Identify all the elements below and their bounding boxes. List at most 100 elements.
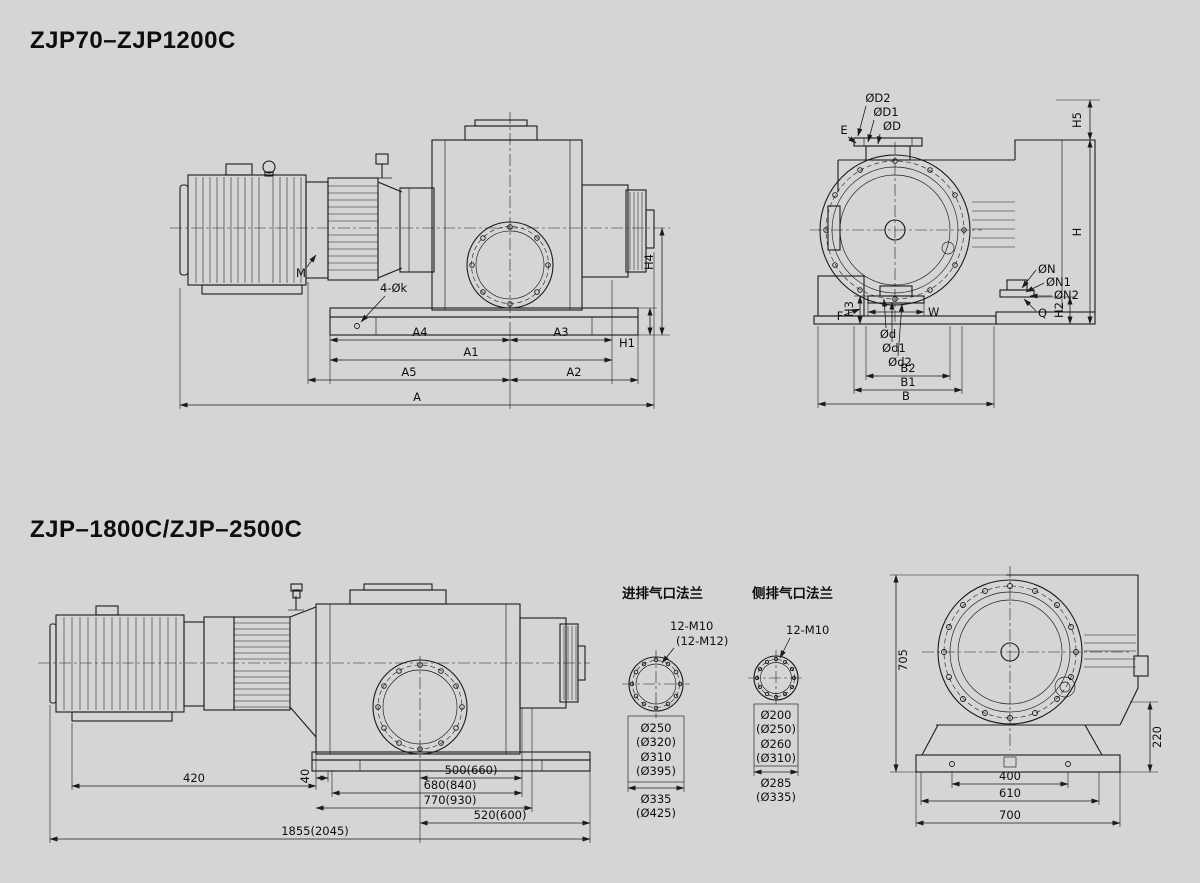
pump-assembly-side-view: [170, 112, 670, 336]
dim-label-1855: 1855(2045): [281, 824, 349, 838]
end-view-dimensions: 705 220 400 610 700: [890, 574, 1164, 827]
inlet-flange-d3-alt: (Ø425): [636, 806, 676, 820]
dim-label-680: 680(840): [424, 778, 477, 792]
casing-outline: [936, 574, 1149, 726]
dim-label-420: 420: [183, 771, 205, 785]
dim-label-dN1: ØN1: [1046, 275, 1071, 289]
dim-label-dN: ØN: [1038, 262, 1056, 276]
coupling-housing: [327, 177, 379, 281]
oil-sight-glass: [1054, 676, 1076, 698]
anchor-bolt-hole: [1065, 761, 1071, 767]
dim-label-a: A: [413, 390, 421, 404]
side-flange-d3: Ø285: [760, 776, 791, 790]
base: [915, 724, 1121, 773]
anchor-bolt-hole: [949, 761, 955, 767]
dim-label-400: 400: [999, 769, 1021, 783]
side-port-flange: [372, 659, 468, 755]
side-flange-bolts: 12-M10: [786, 623, 829, 637]
side-view-dimensions: 420 40 500(660) 680(840) 770(930) 520(60…: [49, 705, 591, 843]
bottom-section-title: ZJP–1800C/ZJP–2500C: [30, 516, 303, 543]
dim-label-h1: H1: [619, 336, 635, 350]
inlet-flange: [349, 589, 447, 605]
dim-label-4k: 4-Øk: [380, 281, 408, 295]
side-flange-d1-alt: (Ø250): [756, 722, 796, 736]
dim-label-m: M: [296, 266, 306, 280]
dim-label-e: E: [840, 123, 847, 137]
side-flange-title: 侧排气口法兰: [752, 585, 833, 602]
dim-label-b: B: [902, 389, 910, 403]
dim-label-h5: H5: [1070, 112, 1084, 128]
zjp1800-end-view-drawing: 705 220 400 610 700: [890, 566, 1164, 827]
zjp1800-side-view-drawing: 420 40 500(660) 680(840) 770(930) 520(60…: [38, 583, 591, 843]
drive-end-housing: [519, 617, 586, 709]
relief-valve: [288, 583, 304, 611]
dim-label-700: 700: [999, 808, 1021, 822]
side-view-dimensions: M 4-Øk H4 H1 A4 A3 A1 A5: [179, 227, 670, 409]
inlet-flange-bolts: 12-M10: [670, 619, 713, 633]
dim-label-dD1: ØD1: [873, 105, 898, 119]
dim-label-dD2: ØD2: [865, 91, 890, 105]
dim-label-a2: A2: [566, 365, 581, 379]
dim-label-w: W: [928, 305, 939, 319]
dim-label-a3: A3: [553, 325, 568, 339]
dim-label-dd1: Ød1: [882, 341, 906, 355]
pump-casing: [289, 583, 521, 767]
inlet-flange-d1: Ø250: [640, 721, 671, 735]
dim-label-a4: A4: [412, 325, 427, 339]
drive-end-housing: [581, 184, 655, 278]
dim-label-dD: ØD: [883, 119, 901, 133]
coupling-housing: [203, 616, 291, 711]
end-view-dimensions: ØD2 ØD1 ØD E H5 H ØN ØN1 ØN2 Q: [817, 91, 1100, 408]
side-flange-d2-alt: (Ø310): [756, 751, 796, 765]
gear-cover: [922, 566, 1130, 750]
pump-end-view: 705 220 400 610 700: [890, 566, 1164, 827]
dim-label-b2: B2: [900, 361, 915, 375]
inlet-flange-detail: 进排气口法兰 12-M10 (12-M12) Ø250 (Ø320) Ø310 …: [622, 585, 728, 820]
side-port-stub: [1133, 655, 1149, 677]
pump-end-view: ØD2 ØD1 ØD E H5 H ØN ØN1 ØN2 Q: [810, 91, 1100, 408]
top-section-title: ZJP70–ZJP1200C: [30, 27, 236, 54]
foundation-bolt-hole: [354, 323, 360, 329]
flange-details-drawing: 进排气口法兰 12-M10 (12-M12) Ø250 (Ø320) Ø310 …: [622, 585, 833, 820]
base-frame: [311, 751, 591, 772]
dim-label-h4: H4: [642, 254, 656, 270]
bottom-flange: [867, 285, 925, 304]
dim-label-610: 610: [999, 786, 1021, 800]
dim-label-520: 520(600): [474, 808, 527, 822]
inlet-flange-d3: Ø335: [640, 792, 671, 806]
inlet-flange-title: 进排气口法兰: [622, 585, 703, 602]
dim-label-500: 500(660): [445, 763, 498, 777]
dim-label-770: 770(930): [424, 793, 477, 807]
base-frame: [329, 307, 639, 336]
inlet-flange-bolts-alt: (12-M12): [676, 634, 728, 648]
terminal-box: [225, 163, 253, 176]
dim-label-q: Q: [1038, 306, 1047, 320]
motor-flange: [183, 621, 205, 707]
dim-label-a5: A5: [401, 365, 416, 379]
inlet-flange-d2: Ø310: [640, 750, 671, 764]
zjp70-side-view-drawing: M 4-Øk H4 H1 A4 A3 A1 A5: [170, 112, 670, 409]
dim-label-h2: H2: [1052, 302, 1066, 318]
terminal-box: [95, 605, 119, 616]
relief-valve: [372, 153, 392, 179]
dim-label-a1: A1: [463, 345, 478, 359]
inlet-flange-d1-alt: (Ø320): [636, 735, 676, 749]
dim-label-220: 220: [1150, 726, 1164, 748]
inlet-flange-d2-alt: (Ø395): [636, 764, 676, 778]
inlet-flange: [464, 125, 538, 141]
pump-assembly-side-view: [38, 583, 591, 772]
dim-label-705: 705: [896, 649, 910, 671]
gear-cover: [810, 142, 982, 322]
zjp70-end-view-drawing: ØD2 ØD1 ØD E H5 H ØN ØN1 ØN2 Q: [810, 91, 1100, 408]
dim-label-h: H: [1070, 228, 1084, 237]
dim-label-dN2: ØN2: [1054, 288, 1079, 302]
bearing-housing: [377, 181, 435, 279]
center-slot: [1003, 756, 1017, 768]
motor: [179, 160, 307, 295]
dim-label-b1: B1: [900, 375, 915, 389]
side-flange-detail: 侧排气口法兰 12-M10 Ø200 (Ø250) Ø260 (Ø310) Ø2…: [748, 585, 833, 804]
oil-sight-glass: [941, 241, 955, 255]
side-flange-d1: Ø200: [760, 708, 791, 722]
dim-label-dd2: Ød2: [888, 355, 912, 369]
